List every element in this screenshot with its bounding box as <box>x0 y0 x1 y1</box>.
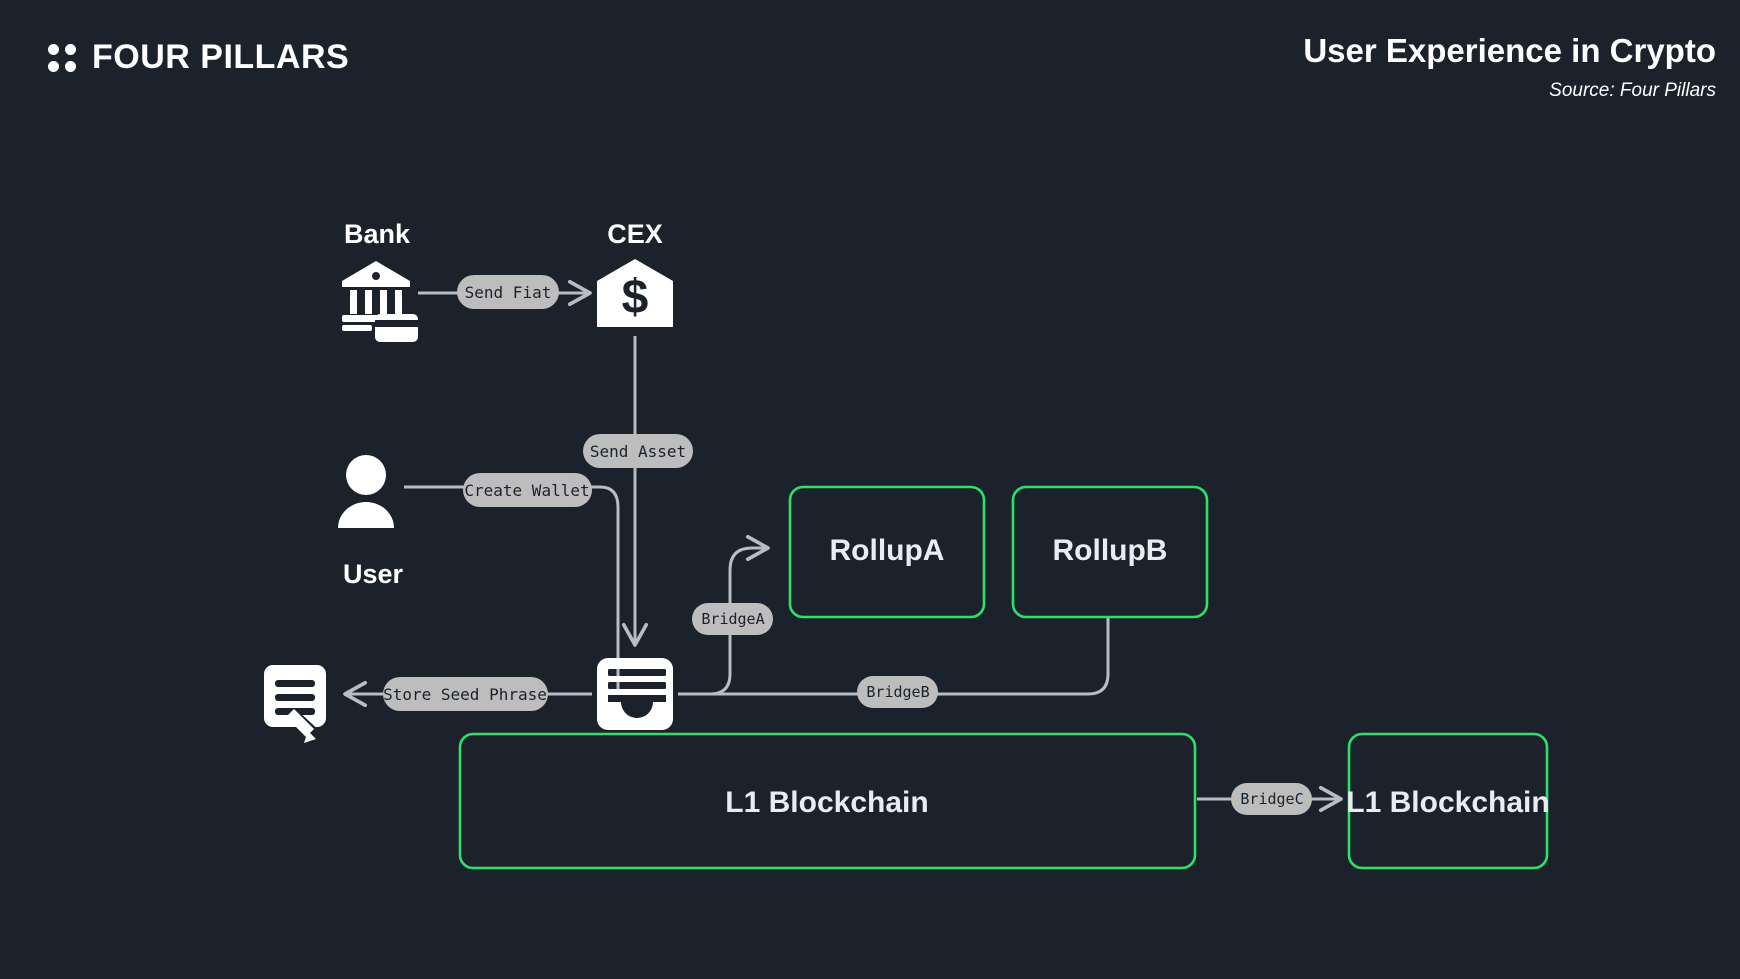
rollupA-label: RollupA <box>830 534 945 567</box>
store-seed-phrase-pill <box>383 677 548 711</box>
note-pencil-icon <box>262 663 328 743</box>
edge-label-send-asset: Send Asset <box>583 434 693 468</box>
bank-icon <box>338 257 418 342</box>
create-wallet-label: Create Wallet <box>464 481 589 500</box>
rollupA-box[interactable] <box>788 485 986 619</box>
l1-blockchain-main-box[interactable] <box>458 732 1197 870</box>
box-node-rollupB[interactable]: RollupB <box>1011 485 1209 619</box>
store-seed-phrase-label: Store Seed Phrase <box>383 685 547 704</box>
person-icon <box>338 455 394 528</box>
send-asset-label: Send Asset <box>590 442 686 461</box>
user-label: User <box>343 559 404 589</box>
node-bank[interactable]: Bank <box>338 219 418 342</box>
rollupB-label: RollupB <box>1053 534 1168 567</box>
edge-label-send-fiat: Send Fiat <box>457 275 559 309</box>
source-caption: Source: Four Pillars <box>1549 79 1716 101</box>
send-asset-pill <box>583 434 693 468</box>
box-node-rollupA[interactable]: RollupA <box>788 485 986 619</box>
node-cex[interactable]: CEX <box>595 219 675 333</box>
edge-label-layer: Send Fiat Send Asset Create Wallet Store… <box>383 275 1312 815</box>
page-title: User Experience in Crypto <box>1303 32 1716 69</box>
node-user[interactable]: User <box>338 455 404 589</box>
bridge-b-pill <box>857 676 938 708</box>
edge-label-create-wallet: Create Wallet <box>463 473 592 507</box>
four-dots-logo-icon <box>48 43 76 72</box>
brand-logo: FOUR PILLARS <box>48 38 349 77</box>
dollar-house-icon <box>595 257 675 333</box>
rollupB-box[interactable] <box>1011 485 1209 619</box>
bridge-a-label: BridgeA <box>701 610 764 628</box>
edge-label-bridge-a: BridgeA <box>692 603 773 635</box>
box-node-l1-blockchain-secondary[interactable]: L1 Blockchain <box>1346 732 1550 870</box>
edge-label-bridge-b: BridgeB <box>857 676 938 708</box>
send-fiat-pill <box>457 275 559 309</box>
wallet-icon <box>597 658 673 730</box>
bridge-b-label: BridgeB <box>866 683 929 701</box>
node-seed-phrase[interactable] <box>262 663 328 743</box>
edge-wallet-to-rollupB <box>678 570 1122 696</box>
brand-name: FOUR PILLARS <box>92 38 350 76</box>
bridge-c-pill <box>1231 783 1312 815</box>
l1-blockchain-secondary-label: L1 Blockchain <box>1346 786 1549 819</box>
slide-header: FOUR PILLARS User Experience in Crypto S… <box>0 0 1740 140</box>
l1-blockchain-secondary-box[interactable] <box>1347 732 1549 870</box>
edge-label-store-seed-phrase: Store Seed Phrase <box>383 677 548 711</box>
title-block: User Experience in Crypto Source: Four P… <box>1303 32 1716 102</box>
create-wallet-pill <box>463 473 592 507</box>
bridge-a-pill <box>692 603 773 635</box>
edge-label-bridge-c: BridgeC <box>1231 783 1312 815</box>
node-wallet[interactable] <box>597 658 673 730</box>
cex-label: CEX <box>607 219 663 249</box>
send-fiat-label: Send Fiat <box>465 283 552 302</box>
box-node-l1-blockchain-main[interactable]: L1 Blockchain <box>458 732 1197 870</box>
bridge-c-label: BridgeC <box>1240 790 1303 808</box>
edge-user-to-wallet <box>404 485 620 692</box>
bank-label: Bank <box>344 219 411 249</box>
l1-blockchain-main-label: L1 Blockchain <box>725 786 928 819</box>
